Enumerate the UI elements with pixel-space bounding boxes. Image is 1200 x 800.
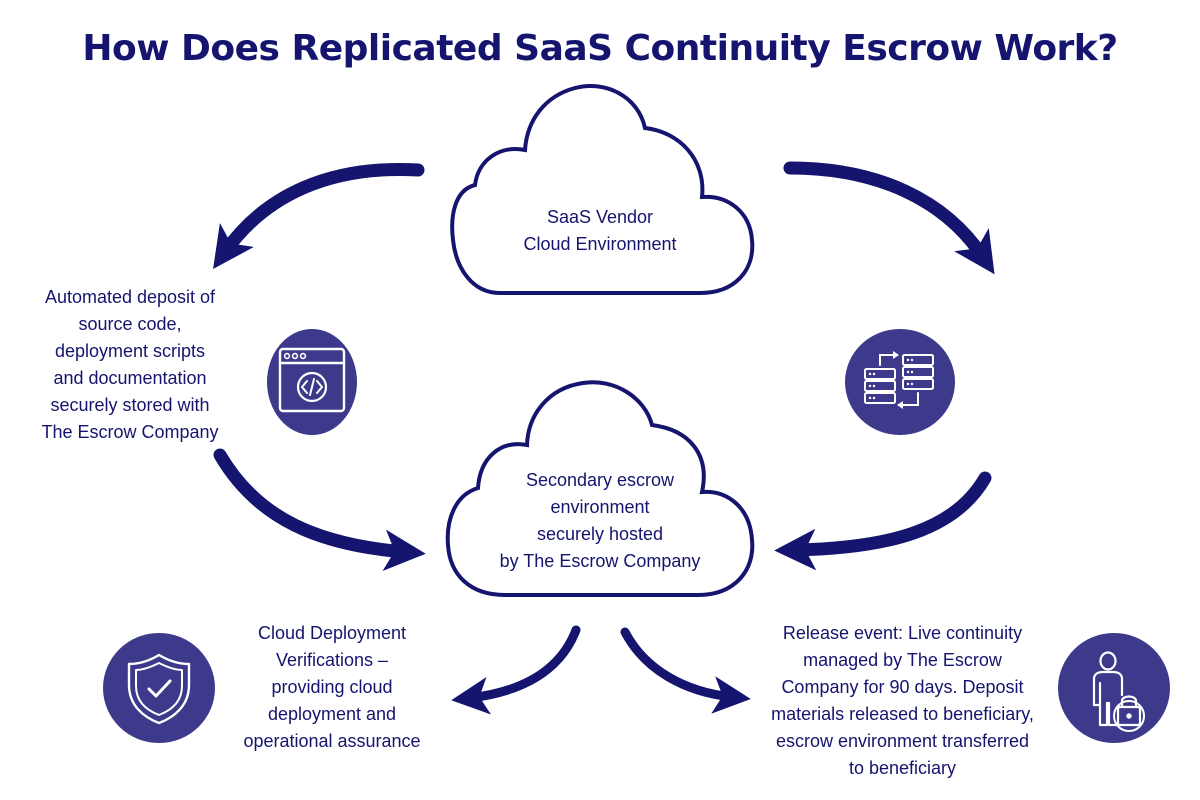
- automated-deposit-text: Automated deposit of source code, deploy…: [41, 287, 219, 442]
- arrow-bottom-left: [451, 625, 581, 715]
- page-title: How Does Replicated SaaS Continuity Escr…: [82, 28, 1118, 69]
- arrow-top-right: [783, 161, 995, 275]
- top-cloud: [450, 83, 755, 295]
- server-sync-icon: [845, 329, 955, 435]
- bottom-cloud-label: Secondary escrow environment securely ho…: [499, 470, 701, 571]
- person-lock-icon: [1058, 633, 1170, 743]
- top-cloud-label: SaaS Vendor Cloud Environment: [523, 207, 677, 254]
- arrow-top-left: [213, 162, 425, 270]
- release-event-text: Release event: Live continuity managed b…: [771, 623, 1034, 778]
- shield-check-icon: [103, 633, 215, 743]
- bottom-cloud: [445, 380, 755, 597]
- arrow-bottom-right: [620, 627, 751, 714]
- arrow-left-to-bottom: [213, 448, 426, 572]
- verifications-text: Cloud Deployment Verifications – providi…: [243, 623, 421, 751]
- code-window-icon: [267, 329, 357, 435]
- arrow-right-to-bottom: [774, 471, 992, 571]
